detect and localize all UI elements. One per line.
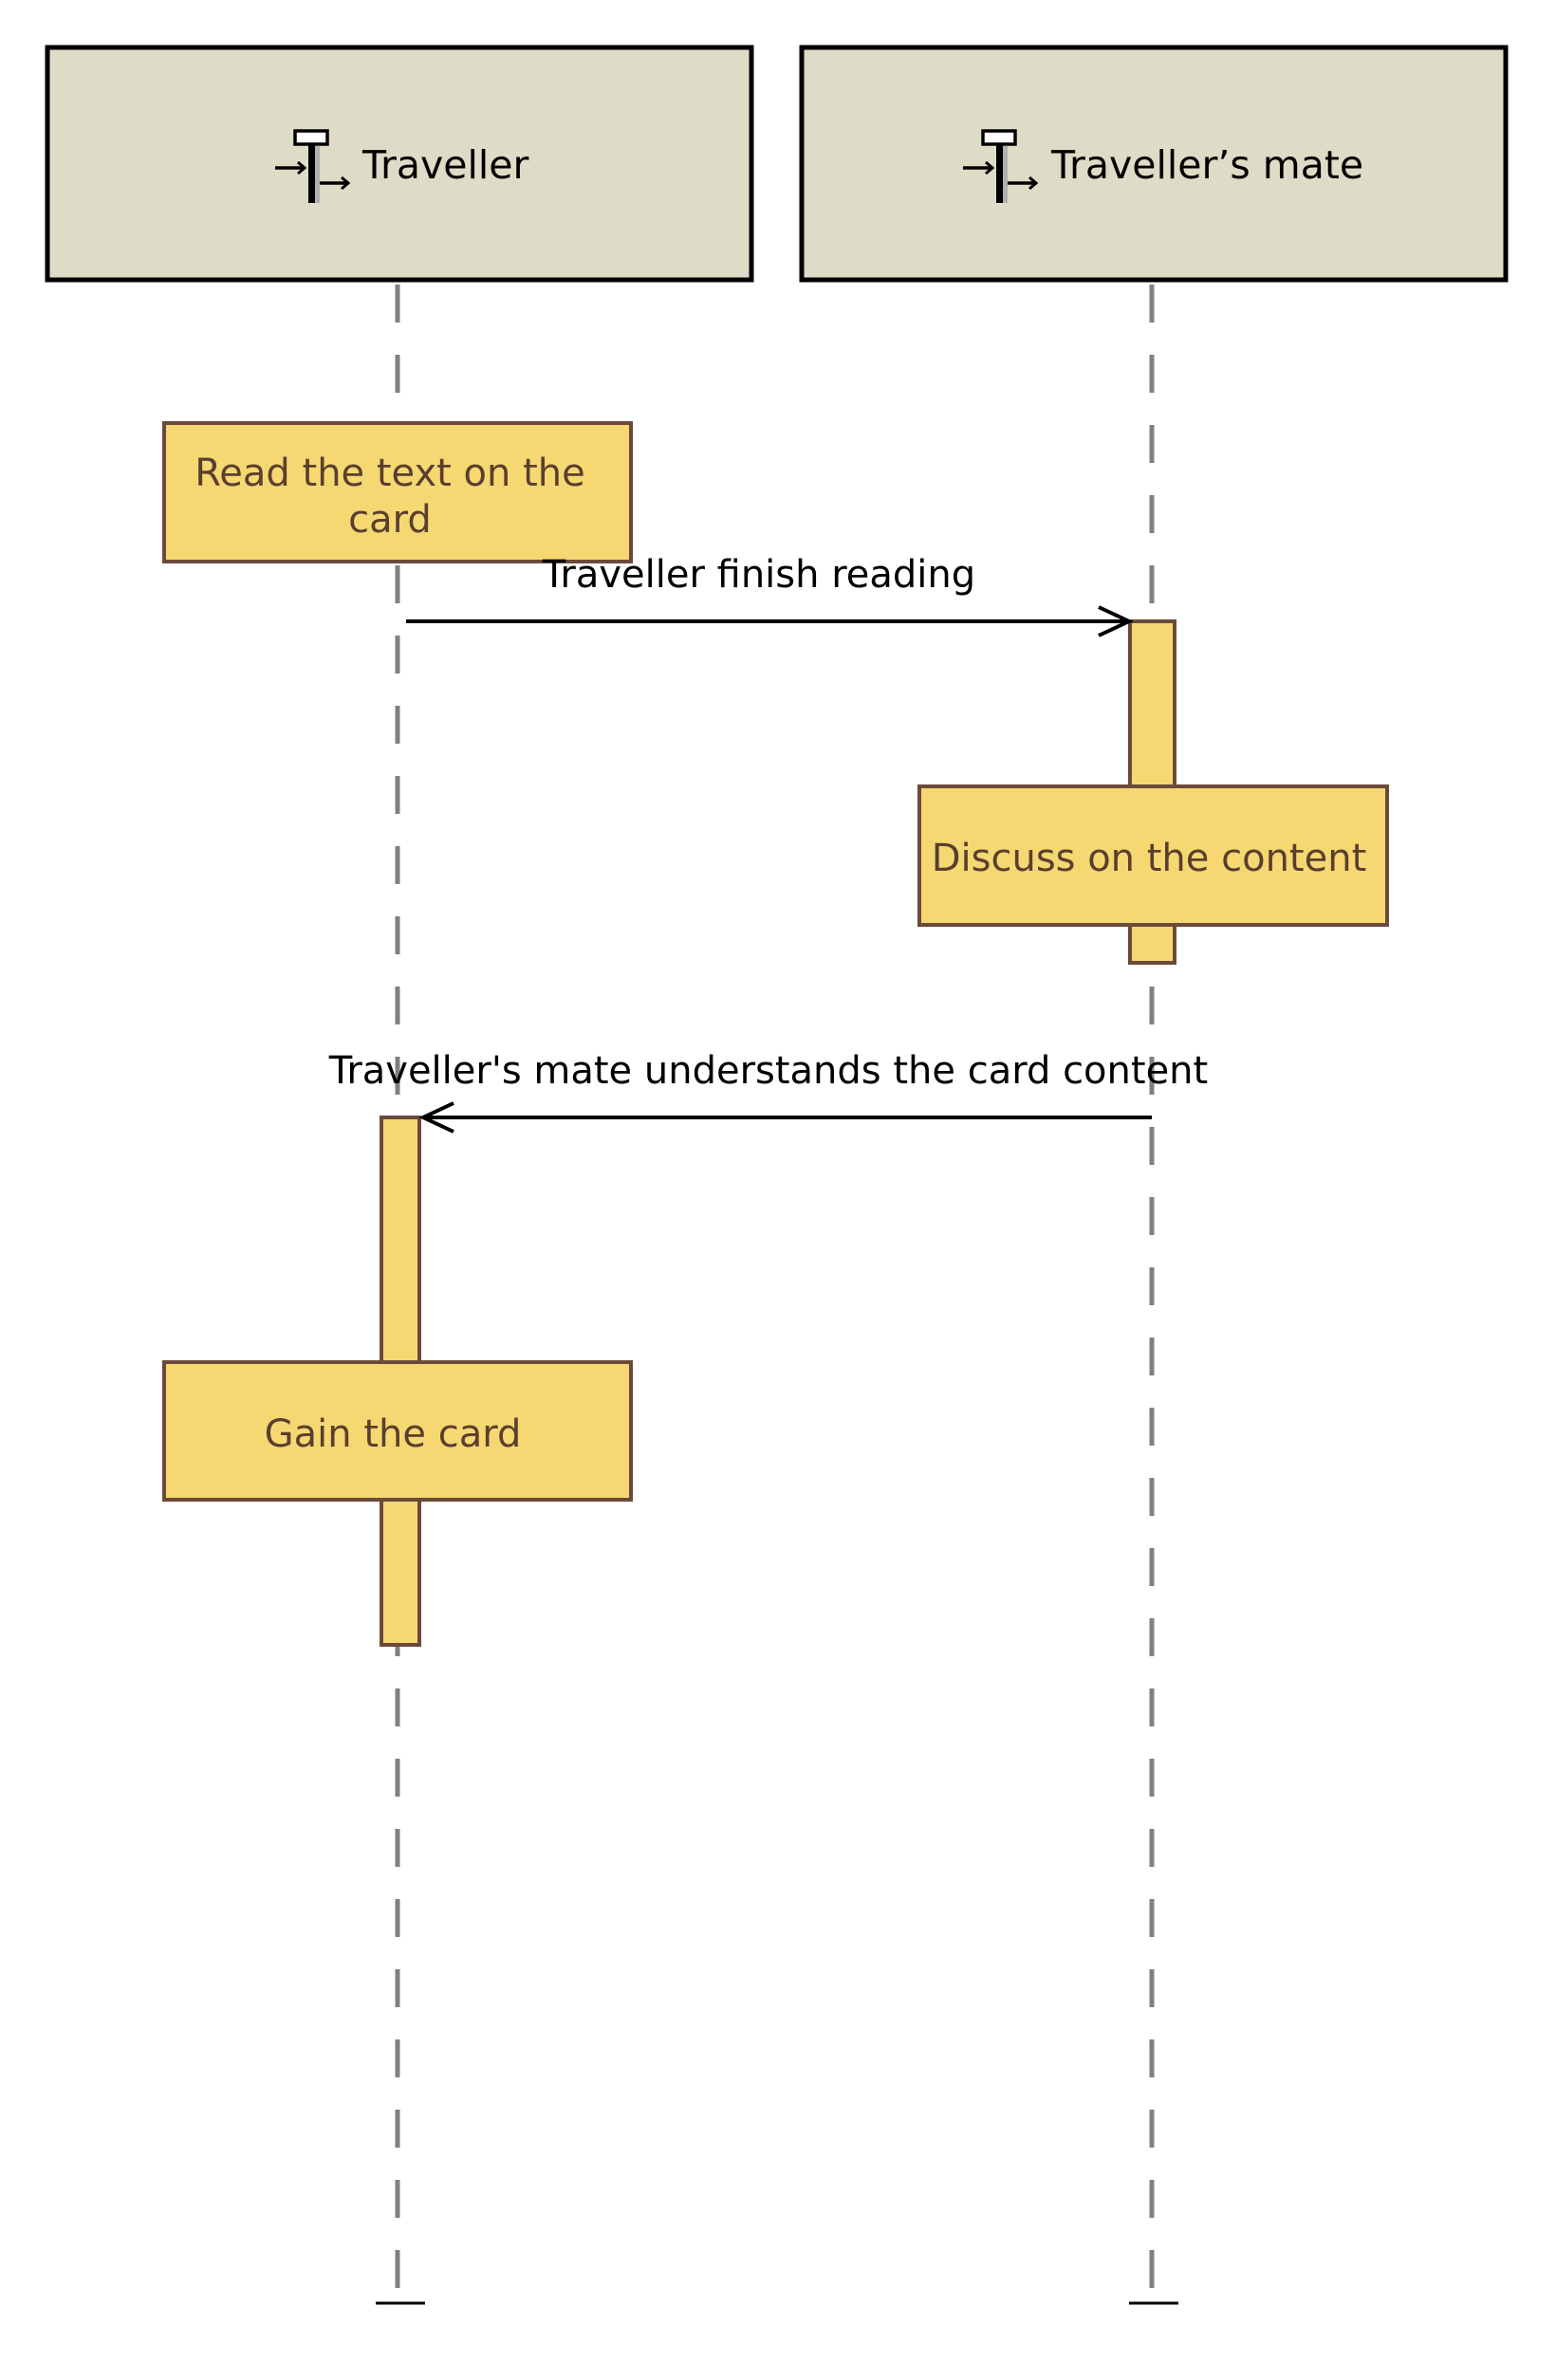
participant-label: Traveller’s mate: [1050, 142, 1363, 188]
action-label: Read the text on the: [194, 452, 584, 495]
message-label: Traveller's mate understands the card co…: [328, 1049, 1208, 1093]
lifeline-icon: [275, 129, 351, 203]
action-label: Discuss on the content: [932, 837, 1367, 880]
participant-label: Traveller: [361, 142, 528, 188]
action-label: Gain the card: [265, 1412, 522, 1456]
action-label: card: [348, 498, 432, 542]
message-mate-understands[interactable]: Traveller's mate understands the card co…: [328, 1049, 1208, 1134]
participant-box: [45, 45, 754, 283]
participant-travellers-mate[interactable]: Traveller’s mate: [799, 45, 1509, 283]
message-label: Traveller finish reading: [542, 553, 975, 597]
action-discuss-content[interactable]: Discuss on the content: [917, 784, 1389, 927]
participant-box: [799, 45, 1509, 283]
message-traveller-finish-reading[interactable]: Traveller finish reading: [406, 553, 1134, 637]
participant-traveller[interactable]: Traveller: [45, 45, 754, 283]
action-gain-card[interactable]: Gain the card: [162, 1360, 633, 1502]
arrowhead-icon: [1098, 605, 1134, 637]
action-read-text[interactable]: Read the text on the card: [162, 421, 633, 563]
arrowhead-icon: [418, 1101, 454, 1134]
lifeline-icon: [963, 129, 1039, 203]
